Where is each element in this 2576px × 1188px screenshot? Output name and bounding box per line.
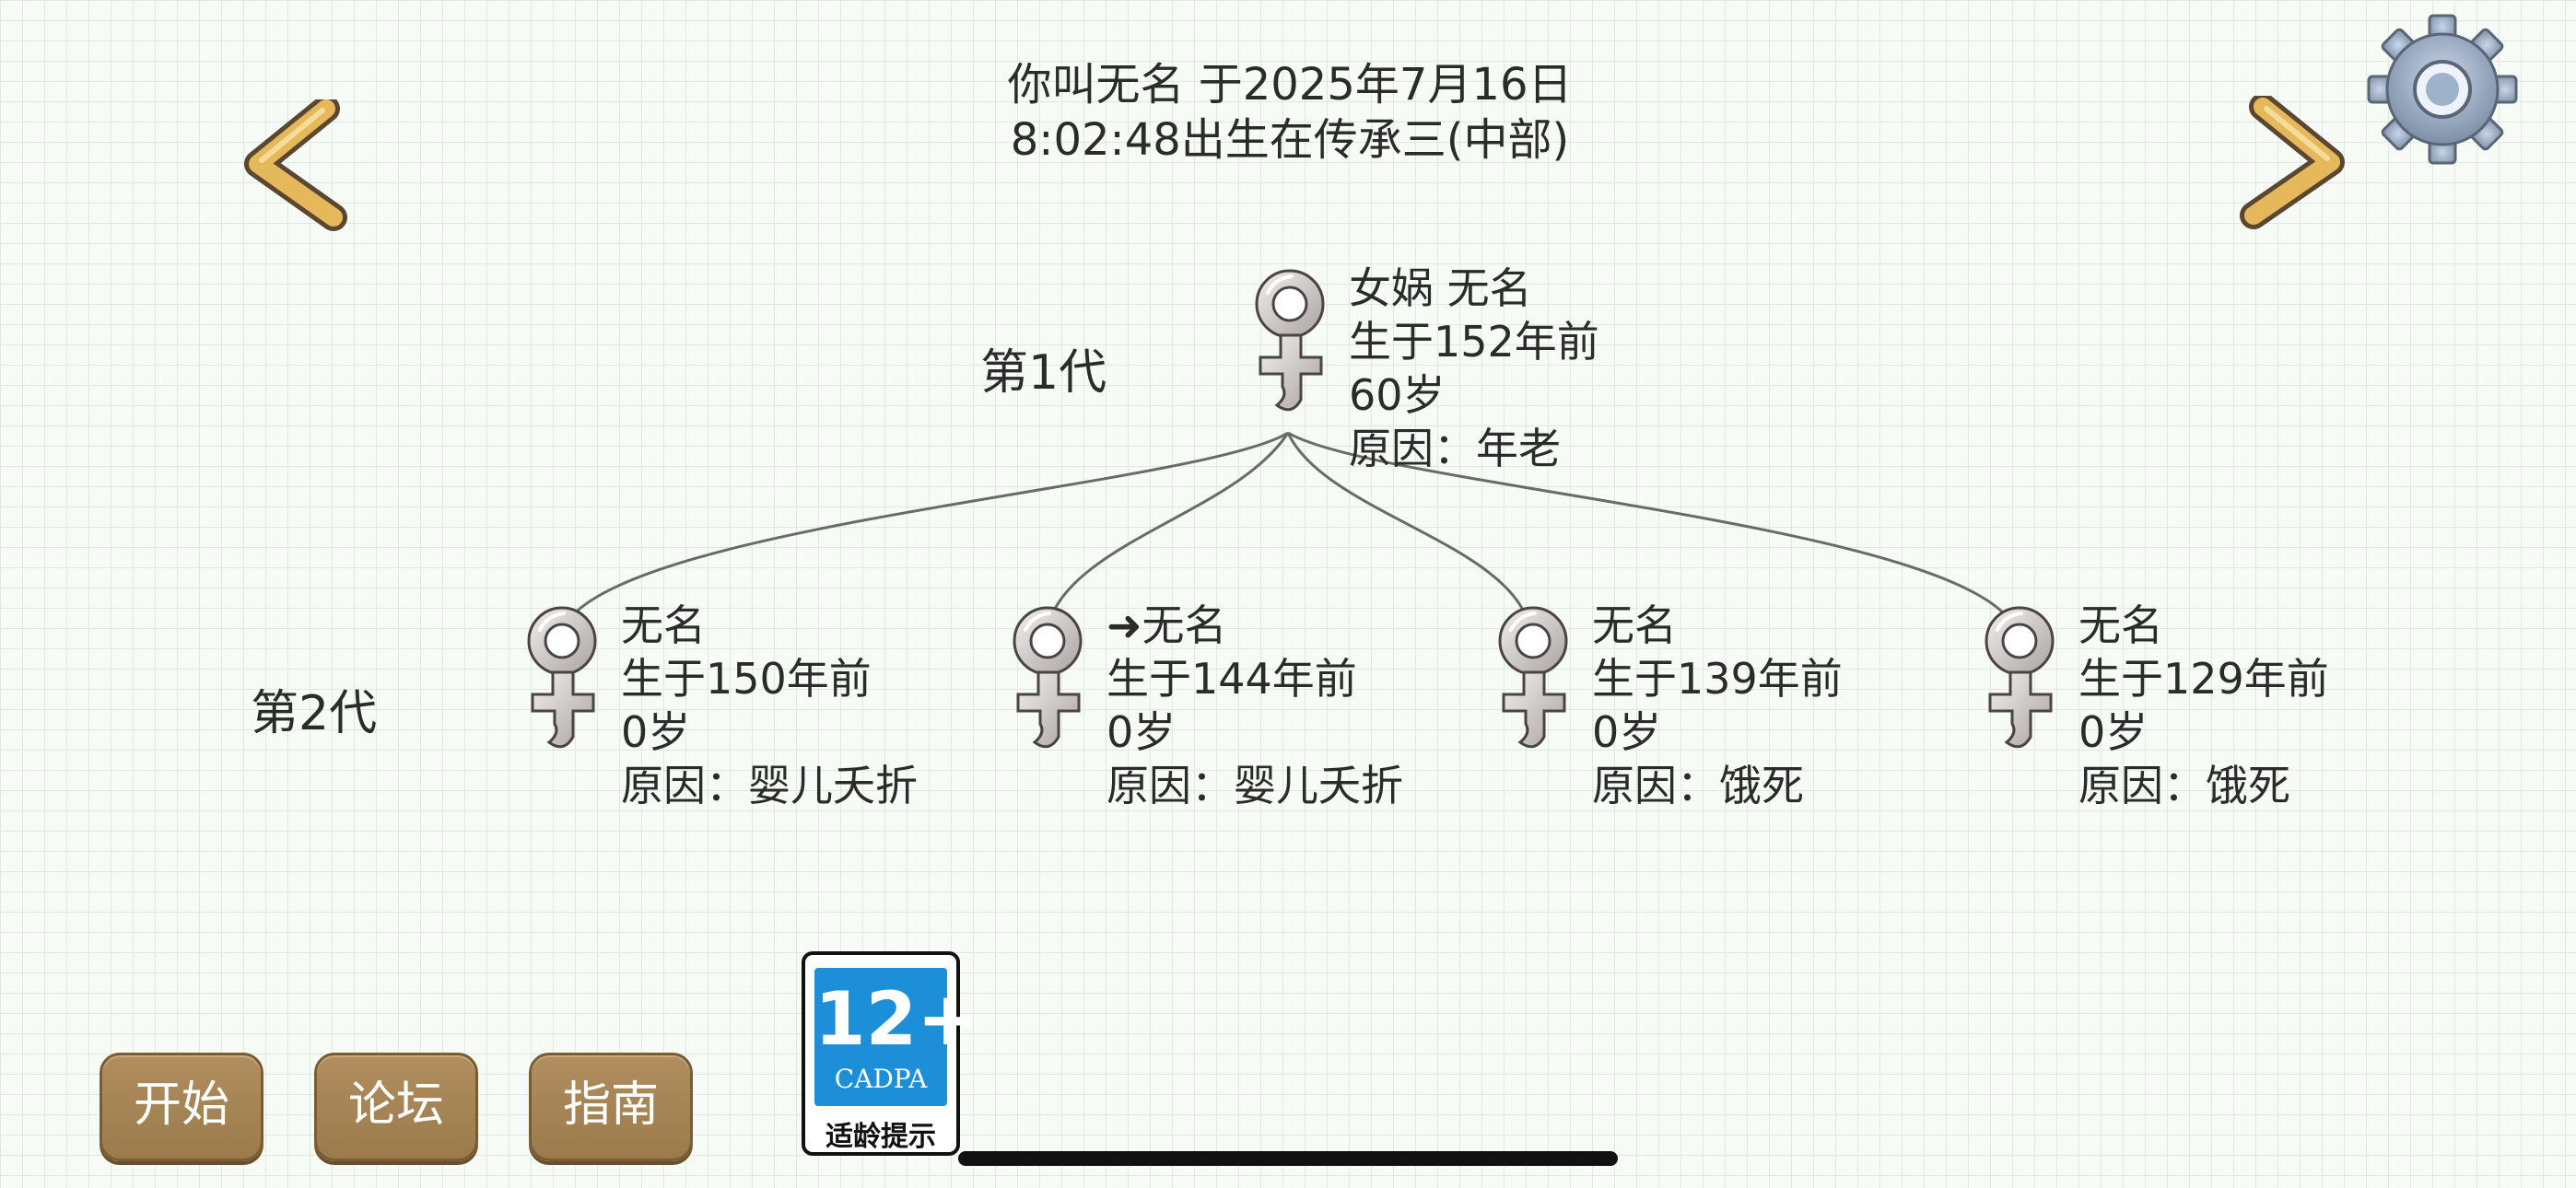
header-line-2: 8:02:48出生在传承三(中部)	[1010, 114, 1570, 166]
age-rating-caption: 适龄提示	[825, 1121, 936, 1153]
header-line-1: 你叫无名 于2025年7月16日	[1007, 59, 1573, 111]
age-rating-value: 12+	[814, 976, 979, 1062]
person-born: 生于129年前	[2078, 654, 2329, 704]
female-symbol-icon	[1977, 599, 2066, 753]
next-button[interactable]	[2228, 93, 2348, 234]
person-born: 生于152年前	[1349, 317, 1599, 367]
person-born: 生于150年前	[621, 654, 872, 704]
prev-button[interactable]	[241, 95, 361, 238]
person-age: 0岁	[1592, 707, 1662, 757]
generation-label-2: 第2代	[251, 686, 378, 741]
person-cause: 原因：年老	[1349, 424, 1561, 473]
age-rating-badge[interactable]: 12+ CADPA 适龄提示	[802, 951, 979, 1156]
female-symbol-icon	[520, 599, 608, 753]
chevron-right-icon	[2240, 93, 2345, 229]
person-name: 无名	[2078, 600, 2163, 650]
guide-button[interactable]: 指南	[529, 1053, 693, 1161]
person-born: 生于144年前	[1107, 654, 1357, 704]
age-rating-panel: 12+ CADPA	[814, 968, 979, 1106]
person-name: 无名	[621, 600, 706, 650]
age-rating-org: CADPA	[834, 1064, 928, 1094]
person-age: 0岁	[621, 707, 691, 757]
person-name: 无名	[1592, 600, 1677, 650]
person-info: 无名 生于150年前 0岁 原因：婴儿夭折	[621, 599, 918, 812]
person-info: 女娲 无名 生于152年前 60岁 原因：年老	[1349, 262, 1599, 475]
person-cause: 原因：婴儿夭折	[621, 761, 918, 810]
person-cause: 原因：婴儿夭折	[1107, 761, 1403, 810]
home-indicator[interactable]	[958, 1151, 1618, 1166]
chevron-left-icon	[244, 95, 347, 231]
person-info: 无名 生于129年前 0岁 原因：饿死	[2078, 599, 2329, 812]
person-age: 0岁	[2078, 707, 2149, 757]
person-cause: 原因：饿死	[2078, 761, 2290, 810]
person-name: ➜无名	[1107, 600, 1227, 650]
person-age: 60岁	[1349, 370, 1446, 420]
person-info: ➜无名 生于144年前 0岁 原因：婴儿夭折	[1107, 599, 1403, 812]
header-info: 你叫无名 于2025年7月16日 8:02:48出生在传承三(中部)	[884, 57, 1695, 168]
person-age: 0岁	[1107, 707, 1177, 757]
gear-icon	[2367, 14, 2518, 165]
female-symbol-icon	[1005, 599, 1094, 753]
person-info: 无名 生于139年前 0岁 原因：饿死	[1592, 599, 1843, 812]
settings-button[interactable]	[2364, 11, 2521, 168]
forum-button[interactable]: 论坛	[314, 1053, 478, 1161]
start-button[interactable]: 开始	[100, 1053, 263, 1161]
female-symbol-icon	[1491, 599, 1579, 753]
person-name: 女娲 无名	[1349, 263, 1532, 313]
female-symbol-icon	[1247, 262, 1336, 416]
person-born: 生于139年前	[1592, 654, 1843, 704]
generation-label-1: 第1代	[980, 345, 1107, 401]
person-cause: 原因：饿死	[1592, 761, 1804, 810]
